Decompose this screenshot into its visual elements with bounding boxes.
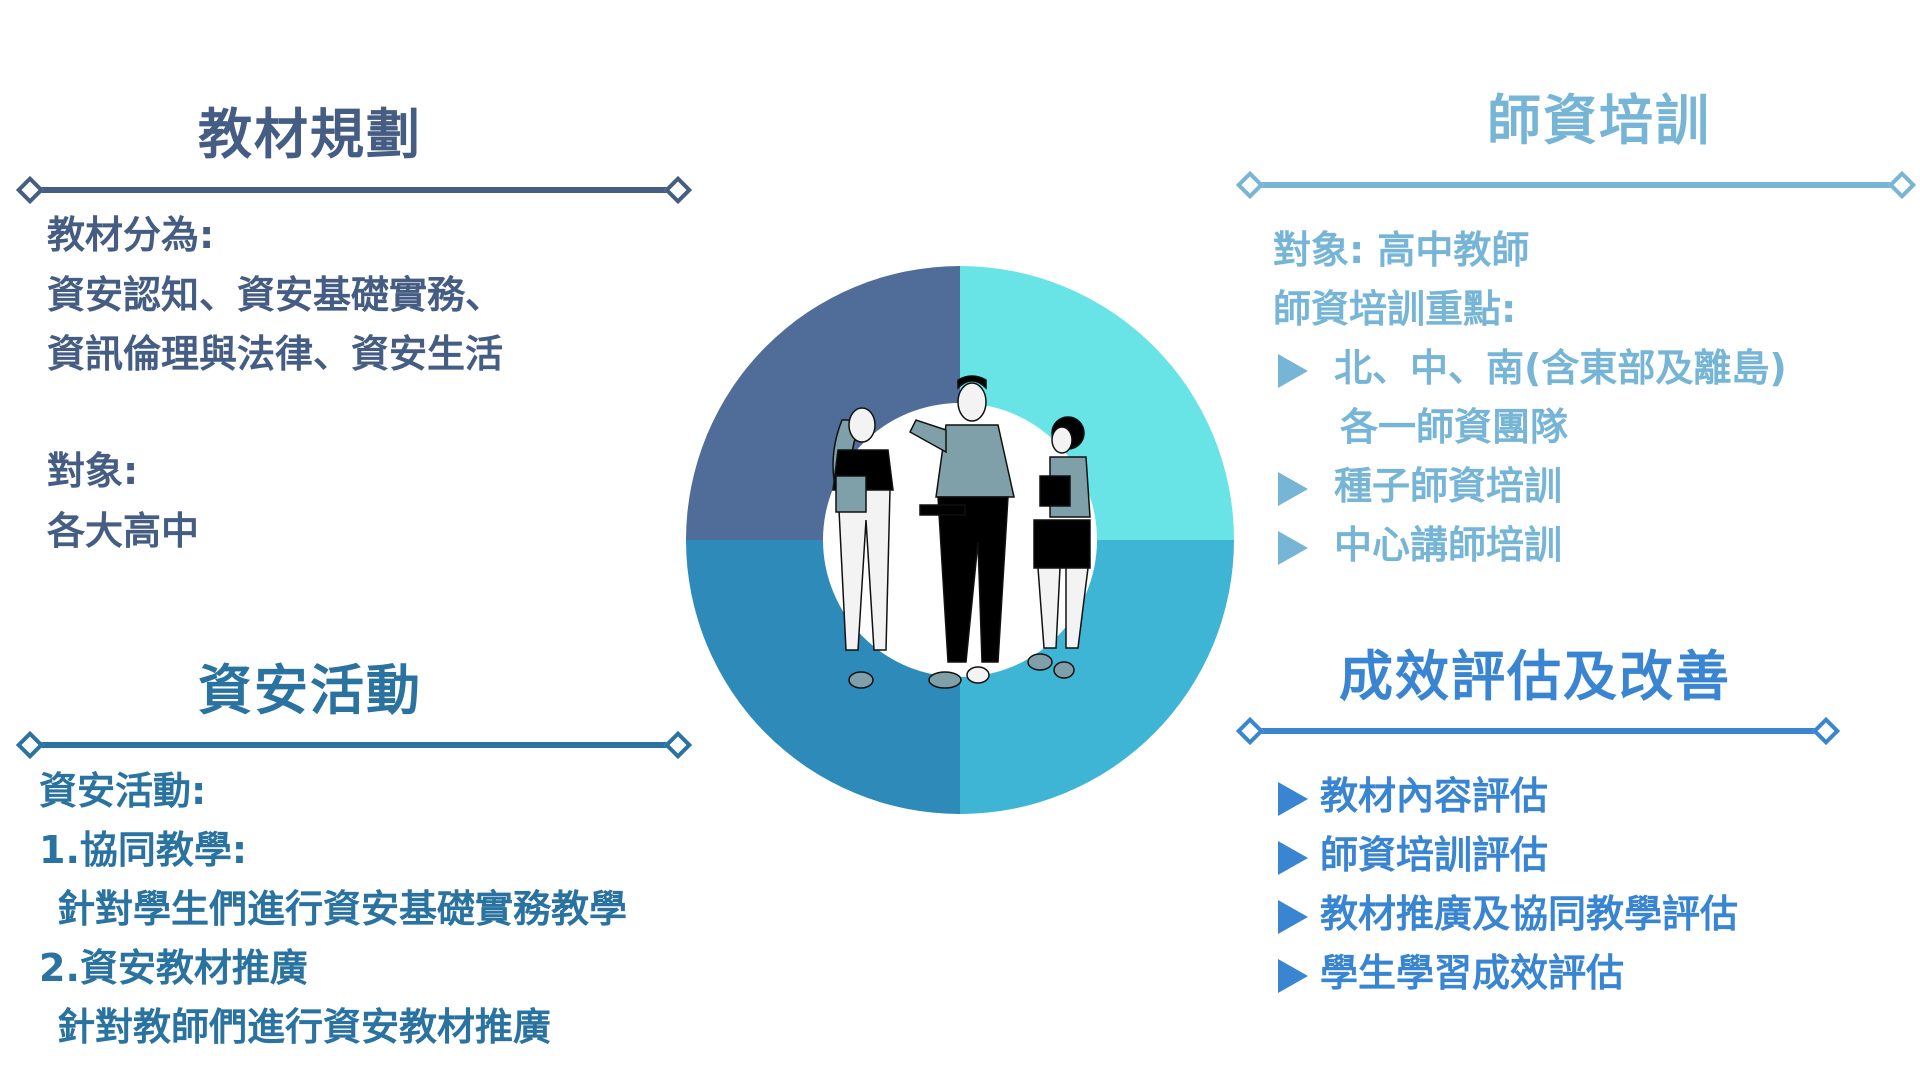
triangle-bullet-icon [1278,899,1308,934]
training-item: 北、中、南(含東部及離島) [1278,349,1787,388]
activity-line: 資安活動: [39,769,207,813]
evaluation-item: 學生學習成效評估 [1278,954,1624,993]
training-item: 中心講師培訓 [1278,526,1562,565]
triangle-bullet-icon [1278,840,1308,875]
training-title: 師資培訓 [1487,89,1711,152]
activity-divider [15,730,693,760]
evaluation-item-text: 師資培訓評估 [1320,833,1549,877]
activity-title: 資安活動 [198,659,422,722]
activity-line: 1.協同教學: [39,828,248,872]
evaluation-divider [1235,716,1841,746]
planning-line: 資訊倫理與法律、資安生活 [47,332,504,376]
evaluation-title: 成效評估及改善 [1339,645,1731,708]
evaluation-item: 教材推廣及協同教學評估 [1278,895,1738,934]
activity-line: 2.資安教材推廣 [39,946,308,990]
evaluation-item-text: 學生學習成效評估 [1320,951,1625,995]
training-item-text: 北、中、南(含東部及離島) [1334,346,1787,390]
planning-line: 各大高中 [47,509,200,553]
planning-divider [15,175,693,205]
planning-line: 資安認知、資安基礎實務、 [47,273,504,317]
triangle-bullet-icon [1278,958,1308,993]
people-group-illustration [832,375,1091,689]
planning-line: 教材分為: [47,213,215,257]
evaluation-item: 師資培訓評估 [1278,836,1548,875]
planning-line: 對象: [47,449,139,493]
triangle-bullet-icon [1278,530,1308,565]
training-item: 種子師資培訓 [1278,467,1562,506]
planning-title: 教材規劃 [198,103,422,166]
training-target: 對象: 高中教師 [1273,228,1530,272]
training-item-text: 種子師資培訓 [1334,464,1563,508]
training-item-text: 中心講師培訓 [1334,523,1563,567]
activity-line: 針對教師們進行資安教材推廣 [57,1005,552,1049]
evaluation-item-text: 教材內容評估 [1320,774,1549,818]
training-divider [1235,170,1917,200]
evaluation-item-text: 教材推廣及協同教學評估 [1320,892,1739,936]
triangle-bullet-icon [1278,471,1308,506]
triangle-bullet-icon [1278,781,1308,816]
activity-line: 針對學生們進行資安基礎實務教學 [57,887,628,931]
evaluation-item: 教材內容評估 [1278,777,1548,816]
training-focus-label: 師資培訓重點: [1273,287,1517,331]
training-item-continued: 各一師資團隊 [1340,405,1569,449]
triangle-bullet-icon [1278,353,1308,388]
